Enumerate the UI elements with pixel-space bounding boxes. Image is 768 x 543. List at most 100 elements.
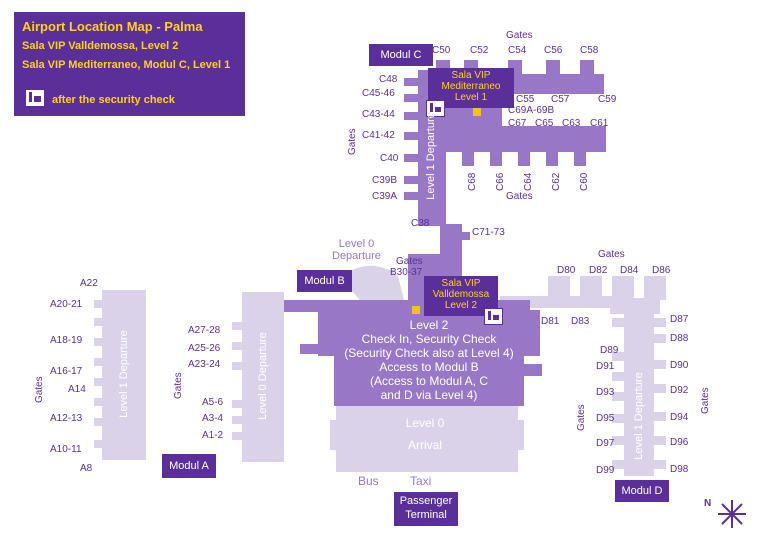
modul-b-label: Modul B xyxy=(297,270,352,292)
gate-d87: D87 xyxy=(670,314,689,325)
gates-label-d-top: Gates xyxy=(598,249,625,260)
gate-a22: A22 xyxy=(80,278,98,289)
modul-c-level-departure: Level 1 Departure xyxy=(425,111,437,201)
passenger-terminal-line2: Terminal xyxy=(405,509,447,521)
modul-c-level: Level 1 xyxy=(425,164,437,200)
gate-a25-26: A25-26 xyxy=(188,343,221,354)
terminal-level0-title: Level 0 xyxy=(405,416,445,430)
gate-a27-28: A27-28 xyxy=(188,325,221,336)
gate-d97: D97 xyxy=(596,438,615,449)
gate-d80: D80 xyxy=(557,265,576,276)
gate-d82: D82 xyxy=(589,265,608,276)
gate-c67: C67 xyxy=(508,118,527,129)
gate-c60: C60 xyxy=(579,172,590,191)
gate-a5-6: A5-6 xyxy=(202,397,224,408)
vip-vall-line2: Valldemossa xyxy=(432,289,490,300)
gates-label-d-left: Gates xyxy=(576,404,587,431)
gate-d92: D92 xyxy=(670,385,689,396)
gate-c58: C58 xyxy=(580,45,599,56)
terminal-level0-info: Level 0 Arrival xyxy=(370,416,480,452)
gate-c61: C61 xyxy=(590,118,609,129)
bus-label: Bus xyxy=(358,474,379,488)
gate-b30-37: B30-37 xyxy=(390,267,423,278)
security-check-icon xyxy=(426,100,445,117)
compass-north-label: N xyxy=(704,498,712,509)
terminal-line-2: (Security Check also at Level 4) xyxy=(344,346,514,360)
gate-c55: C55 xyxy=(516,94,535,105)
modul-a-label: Modul A xyxy=(162,454,216,478)
gate-a1-2: A1-2 xyxy=(202,430,224,441)
gate-c39a: C39A xyxy=(372,191,398,202)
terminal-line-4: (Access to Modul A, C xyxy=(369,374,489,388)
security-check-icon xyxy=(484,308,503,325)
terminal-level2-info: Level 2 Check In, Security Check (Securi… xyxy=(334,318,524,402)
terminal-level2-title: Level 2 xyxy=(409,318,449,332)
modul-b-level0: Level 0 xyxy=(338,238,375,250)
modul-d-level-label: Level 1 Departure xyxy=(633,372,645,460)
modul-d-structure xyxy=(500,276,666,476)
valldemossa-lounge-marker xyxy=(412,306,420,314)
gate-d86: D86 xyxy=(652,265,671,276)
gate-d94: D94 xyxy=(670,412,689,423)
gates-label-d-right: Gates xyxy=(700,387,711,414)
vip-med-line2: Mediterraneo xyxy=(441,81,501,92)
gate-d99: D99 xyxy=(596,465,615,476)
gate-d98: D98 xyxy=(670,464,689,475)
gate-d95: D95 xyxy=(596,413,615,424)
terminal-line-5: and D via Level 4) xyxy=(380,388,478,402)
terminal-line-1: Check In, Security Check xyxy=(361,332,497,346)
vip-vall-line1: Sala VIP xyxy=(441,278,481,289)
gate-a12-13: A12-13 xyxy=(50,413,83,424)
gate-a20-21: A20-21 xyxy=(50,299,83,310)
gate-d90: D90 xyxy=(670,360,689,371)
modul-c-label: Modul C xyxy=(369,44,433,66)
gate-c45-46: C45-46 xyxy=(362,88,395,99)
modul-b-level-label: Level 0 Departure xyxy=(332,238,381,262)
passenger-terminal-line1: Passenger xyxy=(399,495,453,507)
legend-line-1: Sala VIP Valldemossa, Level 2 xyxy=(22,40,179,52)
gate-c66: C66 xyxy=(495,172,506,191)
terminal-line-3: Access to Modul B xyxy=(379,360,479,374)
vip-med-line1: Sala VIP xyxy=(451,70,491,81)
modul-a-structure xyxy=(94,290,284,462)
gate-c57: C57 xyxy=(551,94,570,105)
gates-label-b: Gates xyxy=(396,256,423,267)
gates-label-c-left: Gates xyxy=(347,128,358,155)
gate-d91: D91 xyxy=(596,361,615,372)
modul-c-departure: Departure xyxy=(425,112,437,162)
gate-c54: C54 xyxy=(508,45,527,56)
legend-panel: Airport Location Map - Palma Sala VIP Va… xyxy=(14,12,245,116)
vip-vall-line3: Level 2 xyxy=(444,300,478,311)
gate-d89: D89 xyxy=(600,345,619,356)
gate-c41-42: C41-42 xyxy=(362,130,395,141)
gate-a23-24: A23-24 xyxy=(188,359,221,370)
gate-d93: D93 xyxy=(596,387,615,398)
gate-a3-4: A3-4 xyxy=(202,413,224,424)
modul-a-level0-label: Level 0 Departure xyxy=(257,332,269,420)
gate-d84: D84 xyxy=(620,265,639,276)
legend-security-note: after the security check xyxy=(52,94,175,106)
gate-c39b: C39B xyxy=(372,175,398,186)
legend-title: Airport Location Map - Palma xyxy=(22,19,203,34)
gate-c52: C52 xyxy=(470,45,489,56)
gate-c43-44: C43-44 xyxy=(362,109,395,120)
gate-c63: C63 xyxy=(562,118,581,129)
vip-mediterraneo-label: Sala VIP Mediterraneo Level 1 xyxy=(428,68,514,108)
gate-a18-19: A18-19 xyxy=(50,335,83,346)
gate-c56: C56 xyxy=(544,45,563,56)
gate-a16-17: A16-17 xyxy=(50,366,83,377)
gate-c71-73: C71-73 xyxy=(472,227,505,238)
vip-med-line3: Level 1 xyxy=(454,92,488,103)
gate-c40: C40 xyxy=(380,153,399,164)
terminal-arrival: Arrival xyxy=(407,438,442,452)
gate-c69a-69b: C69A-69B xyxy=(508,105,555,116)
gate-c68: C68 xyxy=(467,172,478,191)
legend-line-2: Sala VIP Mediterraneo, Modul C, Level 1 xyxy=(22,59,231,71)
gate-a8: A8 xyxy=(80,463,93,474)
gates-label-a-left: Gates xyxy=(34,376,45,403)
gates-label-c-top: Gates xyxy=(506,30,533,41)
gate-d96: D96 xyxy=(670,437,689,448)
gate-c50: C50 xyxy=(432,45,451,56)
terminal-level0-structure xyxy=(330,404,524,472)
